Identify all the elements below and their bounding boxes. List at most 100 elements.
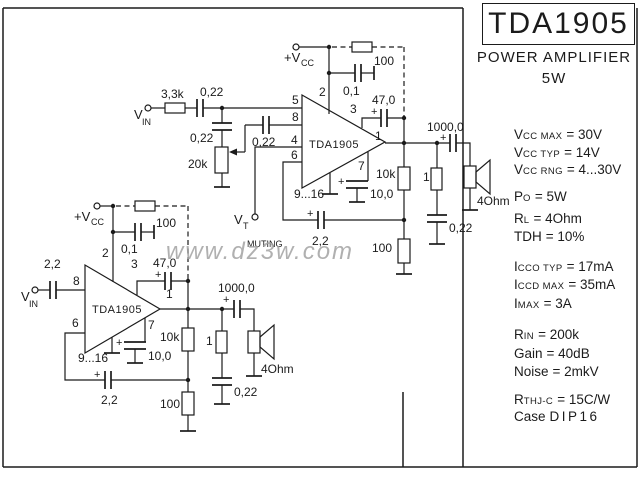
pin6-label: 6	[72, 316, 79, 330]
ic-label: TDA1905	[309, 139, 359, 151]
spec-symbol: R	[514, 211, 524, 226]
spec-value: = 200k	[538, 327, 579, 342]
capacitor-pin7: + 10,0	[116, 337, 172, 363]
spec-subscript: L	[523, 215, 530, 226]
spec-symbol: TDH	[514, 229, 542, 244]
pin1-label: 1	[166, 287, 173, 301]
resistor-input-value: 3,3k	[161, 87, 185, 101]
vcc-label: +V	[74, 209, 91, 224]
capacitor-decoupling: 0,1	[329, 64, 375, 98]
pin2-label: 2	[319, 85, 326, 99]
plus-mark: +	[371, 106, 377, 118]
spec-subscript: IN	[523, 331, 535, 342]
spec-value: = 17mA	[566, 259, 614, 274]
bottom-amplifier: V IN 2,2 TDA1905 8 2 3 1 6 7 +V CC	[21, 200, 294, 432]
plus-mark: +	[94, 369, 100, 381]
capacitor-output-value: 1000,0	[427, 120, 464, 134]
resistor-bootstrap-value: 100	[374, 54, 394, 68]
spec-subscript: CCD MAX	[517, 281, 565, 292]
watermark: www.dz3w.com	[166, 238, 354, 265]
spec-symbol: Case	[514, 409, 546, 424]
top-amplifier: V IN 3,3k 0,22 0,22 20k	[134, 41, 510, 275]
plus-mark: +	[223, 294, 229, 306]
capacitor-feedback-value: 2,2	[312, 234, 329, 248]
plus-mark: +	[338, 176, 344, 188]
resistor-ground-value: 100	[372, 241, 392, 255]
resistor-feedback: 10k	[160, 327, 195, 352]
resistor-input: 3,3k	[161, 87, 186, 114]
spec-subscript: MAX	[517, 300, 540, 311]
capacitor-bootstrap-value: 47,0	[153, 256, 177, 270]
spec-value: = 3A	[543, 296, 572, 311]
plus-mark: +	[155, 269, 161, 281]
chip-power: 5W	[541, 70, 567, 87]
capacitor-bootstrap: 47,0 +	[153, 256, 177, 290]
chip-title: TDA1905	[488, 7, 629, 40]
vt-sub-label: T	[243, 221, 249, 231]
bootstrap-network: 100	[116, 200, 189, 279]
spec-row: ICCD MAX= 35mA	[514, 277, 615, 292]
pin5-label: 5	[292, 93, 299, 107]
capacitor-decoupling-value: 0,1	[121, 242, 138, 256]
spec-row: RIN= 200k	[514, 327, 579, 342]
capacitor-pin8-value: 0,22	[252, 135, 276, 149]
spec-symbol: I	[514, 277, 518, 292]
pin8-label: 8	[73, 274, 80, 288]
bootstrap-network: 100	[332, 41, 405, 116]
spec-value: = 35mA	[568, 277, 616, 292]
gnd-pins-label: 9...16	[78, 351, 108, 365]
potentiometer-value: 20k	[188, 157, 208, 171]
spec-symbol: R	[514, 327, 524, 342]
capacitor-input-value: 0,22	[200, 85, 224, 99]
spec-subscript: CC TYP	[523, 149, 561, 160]
capacitor-decoupling-value: 0,1	[343, 84, 360, 98]
spec-symbol: P	[514, 189, 524, 204]
capacitor-output-value: 1000,0	[218, 281, 255, 295]
pin8-label: 8	[292, 110, 299, 124]
spec-value: = 2mkV	[552, 364, 599, 379]
vcc-sub-label: CC	[301, 58, 314, 68]
spec-row: VCC TYP= 14V	[514, 145, 600, 160]
spec-row: IMAX= 3A	[514, 296, 572, 311]
resistor-zobel-value: 1	[206, 334, 213, 348]
capacitor-zobel-value: 0,22	[234, 385, 258, 399]
plus-mark: +	[116, 337, 122, 349]
spec-value: = 40dB	[546, 346, 590, 361]
spec-value: = 4Ohm	[533, 211, 582, 226]
spec-symbol: I	[514, 259, 518, 274]
pin2-label: 2	[102, 246, 109, 260]
spec-row: VCC MAX= 30V	[514, 127, 602, 142]
plus-mark: +	[440, 132, 446, 144]
vin-terminal: V IN	[134, 104, 152, 127]
resistor-zobel-value: 1	[423, 170, 430, 184]
speaker-impedance: 4Ohm	[261, 362, 294, 376]
pin6-label: 6	[291, 148, 298, 162]
capacitor-shunt: 0,22	[190, 122, 232, 145]
spec-value: = 15C/W	[557, 392, 611, 407]
resistor-feedback-value: 10k	[376, 167, 396, 181]
spec-symbol: V	[514, 127, 524, 142]
vcc-terminal: +V CC	[74, 202, 104, 227]
capacitor-zobel: 0,22	[212, 377, 258, 399]
spec-symbol: Gain	[514, 346, 543, 361]
resistor-ground-value: 100	[160, 397, 180, 411]
spec-value: = 30V	[566, 127, 603, 142]
capacitor-feedback-value: 2,2	[101, 393, 118, 407]
pin4-label: 4	[291, 133, 298, 147]
vcc-sub-label: CC	[91, 217, 104, 227]
spec-subscript: CC MAX	[523, 131, 563, 142]
capacitor-feedback: + 2,2	[94, 369, 118, 407]
spec-row: RTHJ-C= 15C/W	[514, 392, 610, 407]
capacitor-output: 1000,0 +	[427, 120, 464, 152]
muting-label: MUTING	[247, 239, 283, 249]
spec-value: = 5W	[534, 189, 567, 204]
spec-symbol: I	[514, 296, 518, 311]
speaker-symbol: 4Ohm	[463, 158, 510, 208]
ic-label: TDA1905	[92, 304, 142, 316]
spec-subscript: CCO TYP	[517, 263, 563, 274]
spec-row: Gain= 40dB	[514, 346, 590, 361]
spec-symbol: V	[514, 145, 524, 160]
